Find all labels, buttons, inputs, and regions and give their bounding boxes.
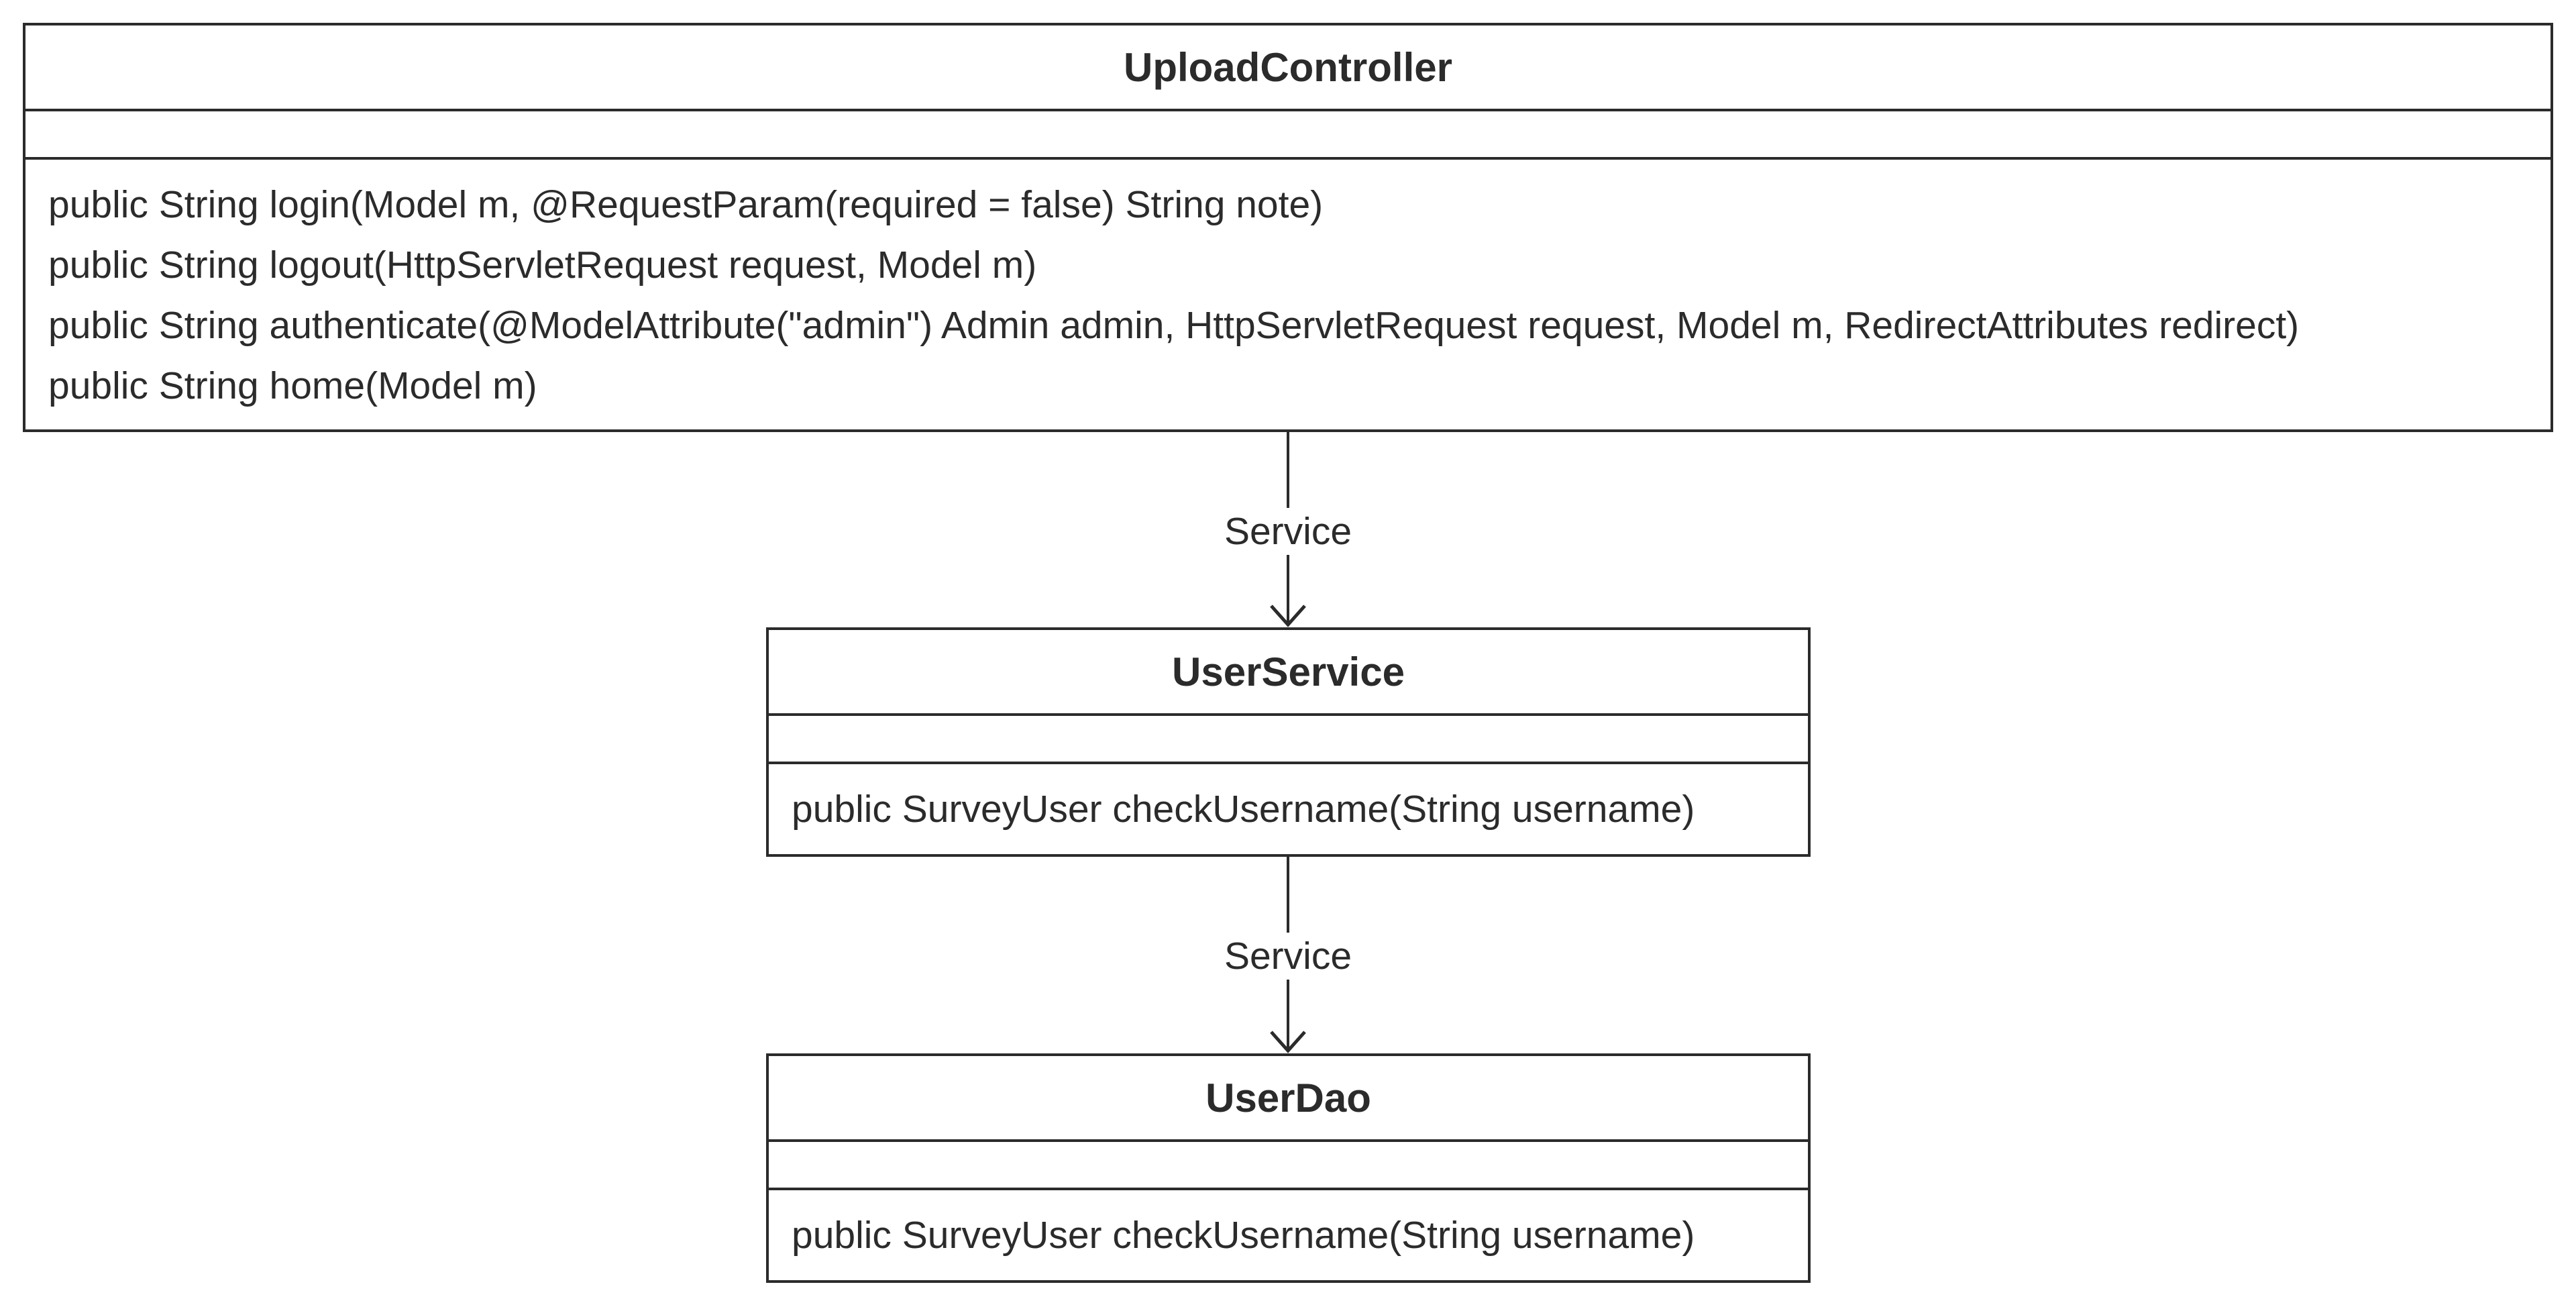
operations-compartment: public String login(Model m, @RequestPar… [25,160,2551,416]
arrowhead [1270,1031,1306,1053]
edge-label: Service [1218,933,1358,980]
attributes-compartment [769,1142,1808,1190]
class-name: UserService [769,630,1808,716]
operation-check-username: public SurveyUser checkUsername(String u… [792,1214,1695,1257]
arrowhead [1270,605,1306,627]
edge-label: Service [1218,508,1358,555]
class-user-dao: UserDao public SurveyUser checkUsername(… [766,1053,1811,1283]
class-user-service: UserService public SurveyUser checkUsern… [766,627,1811,857]
attributes-compartment [769,716,1808,764]
operation-logout: public String logout(HttpServletRequest … [48,244,1037,286]
operation-home: public String home(Model m) [48,364,537,407]
class-upload-controller: UploadController public String login(Mod… [23,23,2553,432]
class-name: UploadController [25,25,2551,111]
attributes-compartment [25,111,2551,160]
operation-authenticate: public String authenticate(@ModelAttribu… [48,304,2300,347]
class-name: UserDao [769,1056,1808,1142]
operations-compartment: public SurveyUser checkUsername(String u… [769,764,1808,839]
operation-login: public String login(Model m, @RequestPar… [48,183,1324,226]
operation-check-username: public SurveyUser checkUsername(String u… [792,788,1695,831]
operations-compartment: public SurveyUser checkUsername(String u… [769,1190,1808,1265]
